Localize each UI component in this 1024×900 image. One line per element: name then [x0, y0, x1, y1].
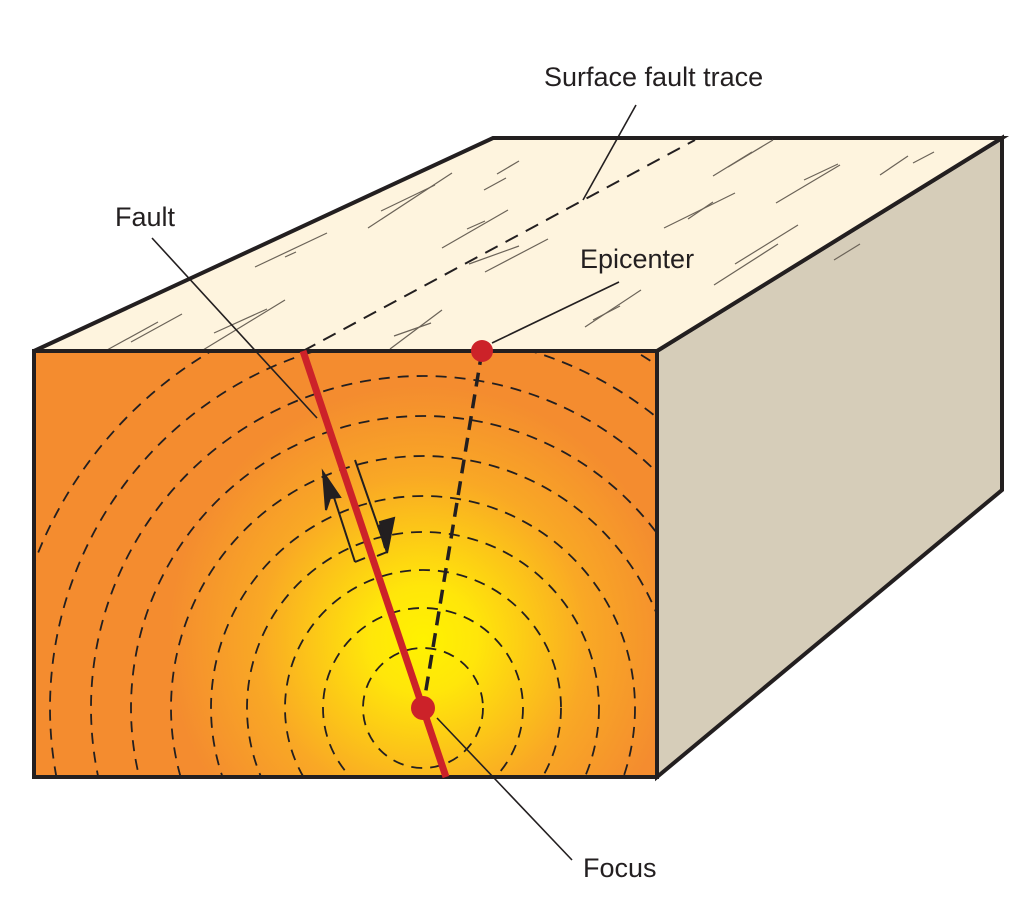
front-face-outline	[32, 349, 659, 779]
epicenter-point	[471, 340, 493, 362]
slip-arrows	[321, 459, 396, 563]
surface-grain-lines	[106, 139, 935, 351]
epicenter-label: Epicenter	[580, 244, 695, 274]
surface-fault-trace-label: Surface fault trace	[544, 62, 764, 92]
seismic-wave-fronts	[34, 351, 657, 777]
focus-label: Focus	[583, 853, 657, 883]
epicenter-focus-line	[421, 350, 484, 709]
fault-leader	[151, 237, 318, 419]
epicenter-leader	[491, 281, 620, 344]
surface-fault-trace-leader	[582, 104, 637, 201]
focus-point	[411, 696, 435, 720]
block-front-face	[34, 351, 657, 777]
fault-label: Fault	[115, 202, 176, 232]
focus-leader	[436, 717, 573, 861]
leader-lines	[151, 104, 637, 861]
surface-fault-trace-line	[302, 139, 696, 352]
